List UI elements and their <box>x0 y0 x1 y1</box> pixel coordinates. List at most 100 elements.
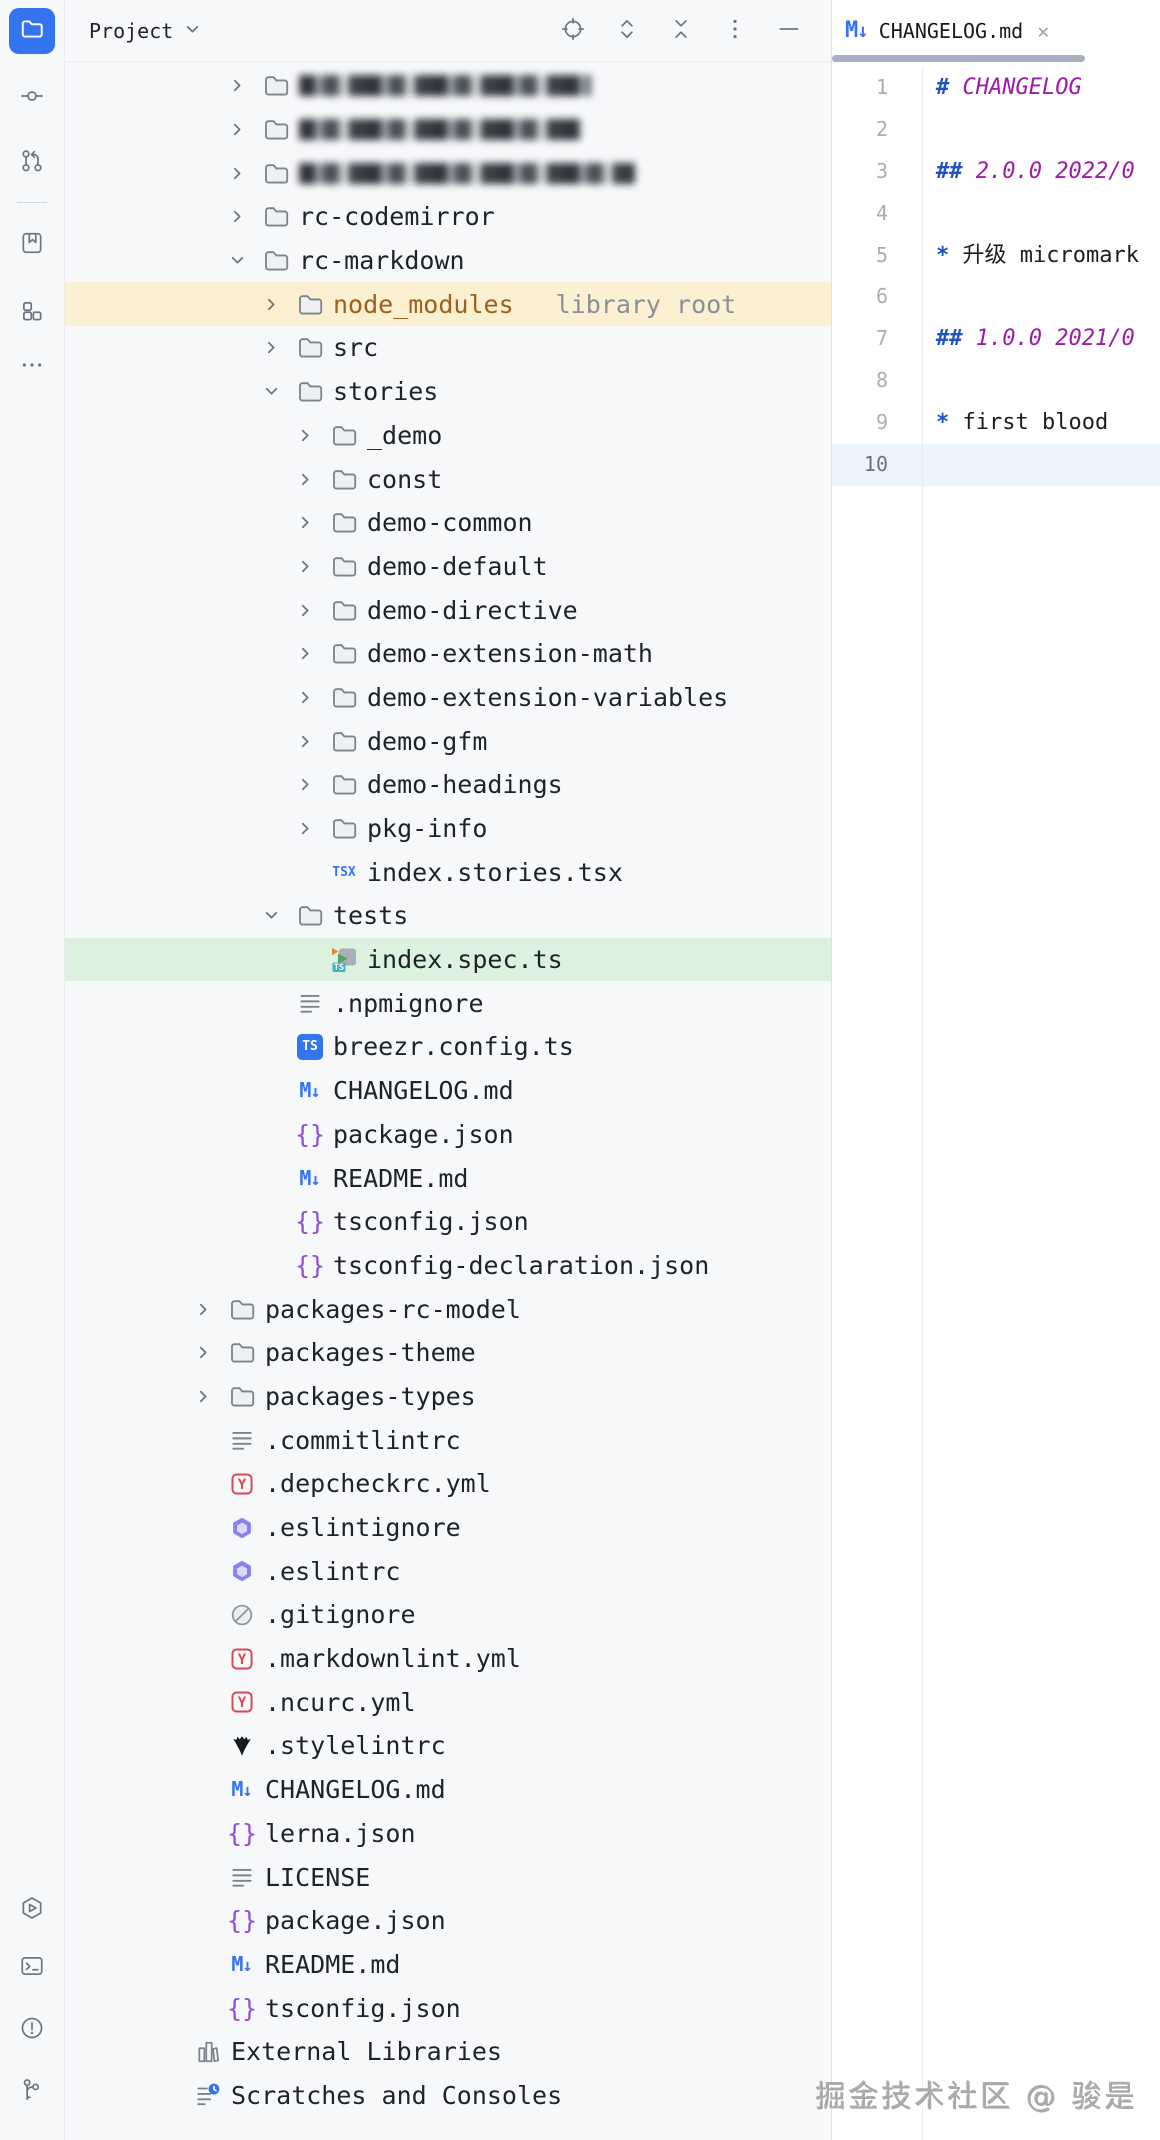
chevron-right-icon[interactable] <box>257 296 285 313</box>
tree-item-tests[interactable]: tests <box>65 894 831 938</box>
chevron-right-icon[interactable] <box>291 427 319 444</box>
chevron-right-icon[interactable] <box>223 165 251 182</box>
hide-button[interactable] <box>776 18 802 44</box>
chevron-right-icon[interactable] <box>291 733 319 750</box>
tree-item-tsconfig-json[interactable]: {}tsconfig.json <box>65 1986 831 2030</box>
terminal-tool-button[interactable] <box>9 1945 55 1991</box>
code-line[interactable]: ## 2.0.0 2022/0 <box>923 151 1160 193</box>
tree-item--npmignore[interactable]: .npmignore <box>65 981 831 1025</box>
chevron-right-icon[interactable] <box>291 820 319 837</box>
tree-item-demo-common[interactable]: demo-common <box>65 501 831 545</box>
close-icon[interactable]: ✕ <box>1037 19 1050 43</box>
expand-all-button[interactable] <box>614 18 640 44</box>
tree-item-license[interactable]: LICENSE <box>65 1855 831 1899</box>
tree-item--gitignore[interactable]: .gitignore <box>65 1593 831 1637</box>
tree-item-readme-md[interactable]: M↓README.md <box>65 1156 831 1200</box>
chevron-right-icon[interactable] <box>291 471 319 488</box>
tree-item--stylelintrc[interactable]: .stylelintrc <box>65 1724 831 1768</box>
chevron-right-icon[interactable] <box>223 121 251 138</box>
tree-item-packages-theme[interactable]: packages-theme <box>65 1331 831 1375</box>
code-line[interactable]: ## 1.0.0 2021/0 <box>923 318 1160 360</box>
tree-item-rc-markdown[interactable]: rc-markdown <box>65 239 831 283</box>
chevron-down-icon[interactable] <box>257 383 285 400</box>
chevron-right-icon[interactable] <box>189 1344 217 1361</box>
chevron-right-icon[interactable] <box>189 1301 217 1318</box>
tree-item--ncurc-yml[interactable]: Y.ncurc.yml <box>65 1680 831 1724</box>
chevron-right-icon[interactable] <box>291 776 319 793</box>
tree-item-redacted[interactable] <box>65 64 831 108</box>
tree-item-const[interactable]: const <box>65 457 831 501</box>
chevron-right-icon[interactable] <box>291 514 319 531</box>
active-tab-underline <box>832 55 1085 62</box>
code-line[interactable]: * 升级 micromark <box>923 235 1160 277</box>
chevron-right-icon[interactable] <box>189 1388 217 1405</box>
tree-item--eslintignore[interactable]: .eslintignore <box>65 1506 831 1550</box>
tree-item-packages-rc-model[interactable]: packages-rc-model <box>65 1287 831 1331</box>
services-tool-button[interactable] <box>9 1887 55 1933</box>
tree-item-rc-codemirror[interactable]: rc-codemirror <box>65 195 831 239</box>
code-line[interactable]: # CHANGELOG <box>923 67 1160 109</box>
project-tool-button[interactable] <box>9 8 55 54</box>
chevron-right-icon[interactable] <box>291 602 319 619</box>
chevron-right-icon[interactable] <box>291 645 319 662</box>
collapse-all-button[interactable] <box>668 18 694 44</box>
code-line[interactable] <box>923 109 1160 151</box>
version-control-tool-button[interactable] <box>9 2069 55 2115</box>
tree-item-demo-default[interactable]: demo-default <box>65 545 831 589</box>
pull-requests-tool-button[interactable] <box>9 140 55 186</box>
tree-item-demo-extension-variables[interactable]: demo-extension-variables <box>65 676 831 720</box>
editor-code-area[interactable]: # CHANGELOG ## 2.0.0 2022/0 * 升级 micromark… <box>923 67 1160 2140</box>
tree-item-scratches-and-consoles[interactable]: Scratches and Consoles <box>65 2074 831 2118</box>
chevron-right-icon[interactable] <box>223 77 251 94</box>
chevron-down-icon[interactable] <box>223 252 251 269</box>
chevron-right-icon[interactable] <box>291 689 319 706</box>
code-line[interactable] <box>923 276 1160 318</box>
tree-item-changelog-md[interactable]: M↓CHANGELOG.md <box>65 1069 831 1113</box>
tree-item-packages-types[interactable]: packages-types <box>65 1375 831 1419</box>
code-line[interactable] <box>923 193 1160 235</box>
tree-item-external-libraries[interactable]: External Libraries <box>65 2030 831 2074</box>
tree-item-demo-headings[interactable]: demo-headings <box>65 763 831 807</box>
more-tool-button[interactable] <box>9 344 55 390</box>
bookmarks-tool-button[interactable] <box>9 222 55 268</box>
tree-item-stories[interactable]: stories <box>65 370 831 414</box>
tab-changelog-md[interactable]: M↓ CHANGELOG.md ✕ <box>832 0 1063 62</box>
tree-item-lerna-json[interactable]: {}lerna.json <box>65 1812 831 1856</box>
tree-item-demo-gfm[interactable]: demo-gfm <box>65 719 831 763</box>
commit-tool-button[interactable] <box>9 75 55 121</box>
tree-item-demo-extension-math[interactable]: demo-extension-math <box>65 632 831 676</box>
code-line[interactable] <box>923 444 1160 486</box>
tree-item-redacted[interactable] <box>65 108 831 152</box>
tree-item-readme-md[interactable]: M↓README.md <box>65 1943 831 1987</box>
problems-tool-button[interactable] <box>9 2007 55 2053</box>
tree-item-pkg-info[interactable]: pkg-info <box>65 807 831 851</box>
tree-item--eslintrc[interactable]: .eslintrc <box>65 1549 831 1593</box>
tree-item-tsconfig-declaration-json[interactable]: {}tsconfig-declaration.json <box>65 1244 831 1288</box>
chevron-right-icon[interactable] <box>223 208 251 225</box>
project-view-selector[interactable]: Project <box>89 19 201 43</box>
select-opened-file-button[interactable] <box>560 17 586 44</box>
tree-item--demo[interactable]: _demo <box>65 414 831 458</box>
chevron-right-icon[interactable] <box>291 558 319 575</box>
tree-item--depcheckrc-yml[interactable]: Y.depcheckrc.yml <box>65 1462 831 1506</box>
tree-item-tsconfig-json[interactable]: {}tsconfig.json <box>65 1200 831 1244</box>
tree-item-changelog-md[interactable]: M↓CHANGELOG.md <box>65 1768 831 1812</box>
tree-item--markdownlint-yml[interactable]: Y.markdownlint.yml <box>65 1637 831 1681</box>
tree-item-src[interactable]: src <box>65 326 831 370</box>
tree-item-package-json[interactable]: {}package.json <box>65 1899 831 1943</box>
chevron-down-icon[interactable] <box>257 907 285 924</box>
code-line[interactable] <box>923 360 1160 402</box>
tree-item-package-json[interactable]: {}package.json <box>65 1113 831 1157</box>
tree-item-demo-directive[interactable]: demo-directive <box>65 588 831 632</box>
code-line[interactable]: * first blood <box>923 402 1160 444</box>
chevron-right-icon[interactable] <box>257 339 285 356</box>
tree-item-redacted[interactable] <box>65 151 831 195</box>
structure-tool-button[interactable] <box>9 290 55 336</box>
options-button[interactable] <box>722 18 748 44</box>
tree-item--commitlintrc[interactable]: .commitlintrc <box>65 1418 831 1462</box>
